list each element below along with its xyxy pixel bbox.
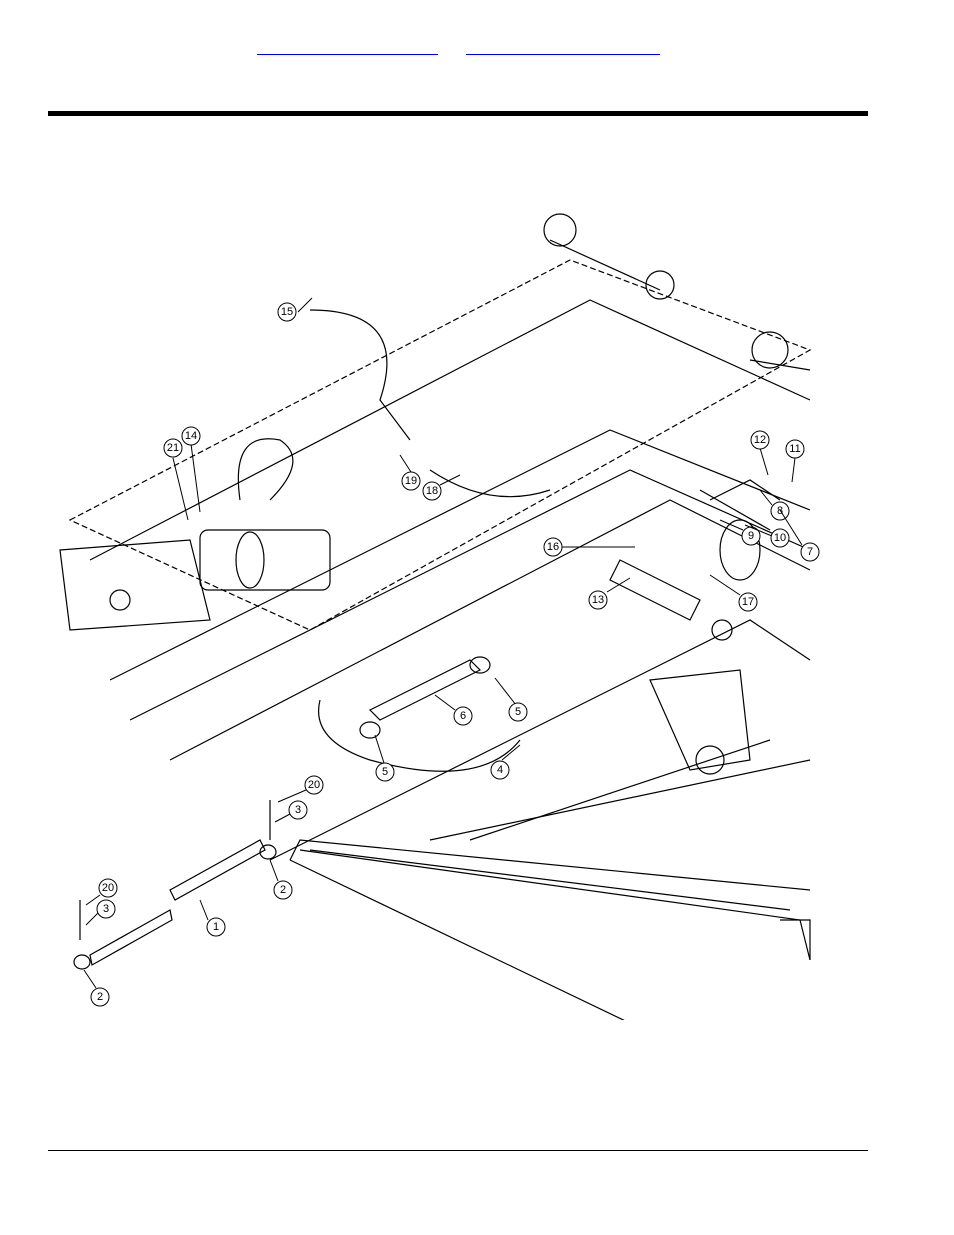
svg-text:10: 10: [774, 532, 786, 544]
callout-12: 12: [750, 430, 770, 476]
callout-3-lower: 3: [85, 899, 116, 926]
svg-text:8: 8: [777, 505, 783, 517]
svg-text:20: 20: [308, 779, 320, 791]
callout-2-upper: 2: [269, 859, 293, 900]
svg-text:18: 18: [426, 485, 438, 497]
callout-5a: 5: [494, 677, 528, 722]
exploded-parts-diagram: 15 21 14 19 18 12 11 8 9 10 7 16 13 17 6…: [50, 200, 830, 1020]
svg-text:7: 7: [807, 546, 813, 558]
svg-text:13: 13: [592, 594, 604, 606]
svg-text:2: 2: [280, 884, 286, 896]
callout-19: 19: [399, 454, 421, 491]
svg-text:15: 15: [281, 306, 293, 318]
svg-text:11: 11: [789, 443, 800, 455]
svg-text:5: 5: [515, 706, 521, 718]
svg-text:1: 1: [213, 921, 219, 933]
svg-text:16: 16: [547, 541, 559, 553]
callout-6: 6: [434, 694, 473, 726]
header-rule: [48, 111, 868, 116]
frame-lines: [59, 213, 812, 1020]
callout-7: 7: [779, 509, 820, 562]
callout-13: 13: [588, 577, 631, 610]
callout-4: 4: [490, 744, 521, 780]
callout-9: 9: [719, 519, 761, 546]
svg-text:12: 12: [754, 434, 766, 446]
callout-3-upper: 3: [274, 800, 308, 823]
callout-21: 21: [163, 438, 189, 521]
callout-16: 16: [543, 537, 635, 557]
svg-text:5: 5: [382, 766, 388, 778]
svg-text:6: 6: [460, 710, 466, 722]
svg-text:3: 3: [295, 804, 301, 816]
callout-20-lower: 20: [85, 878, 118, 906]
callout-17: 17: [709, 574, 758, 612]
part-callouts: 15 21 14 19 18 12 11 8 9 10 7 16 13 17 6…: [83, 297, 820, 1007]
svg-text:14: 14: [185, 430, 197, 442]
svg-text:17: 17: [742, 596, 754, 608]
nav-link-next[interactable]: [466, 38, 660, 55]
svg-text:21: 21: [167, 442, 179, 454]
callout-1: 1: [199, 899, 226, 937]
nav-link-previous[interactable]: [257, 38, 438, 55]
callout-5b: 5: [374, 734, 395, 782]
callout-8: 8: [759, 489, 790, 521]
svg-text:20: 20: [102, 882, 114, 894]
callout-18: 18: [422, 474, 461, 501]
svg-text:4: 4: [497, 764, 503, 776]
svg-text:9: 9: [748, 530, 754, 542]
callout-20-upper: 20: [277, 775, 324, 803]
svg-text:2: 2: [97, 991, 103, 1003]
footer-rule: [48, 1150, 868, 1151]
svg-text:3: 3: [103, 903, 109, 915]
parts-drawing: 15 21 14 19 18 12 11 8 9 10 7 16 13 17 6…: [59, 213, 820, 1020]
callout-11: 11: [785, 439, 805, 483]
callout-2-lower: 2: [83, 969, 110, 1007]
callout-15: 15: [277, 297, 313, 322]
svg-text:19: 19: [405, 475, 417, 487]
callout-14: 14: [181, 426, 201, 513]
callout-10: 10: [744, 524, 790, 548]
